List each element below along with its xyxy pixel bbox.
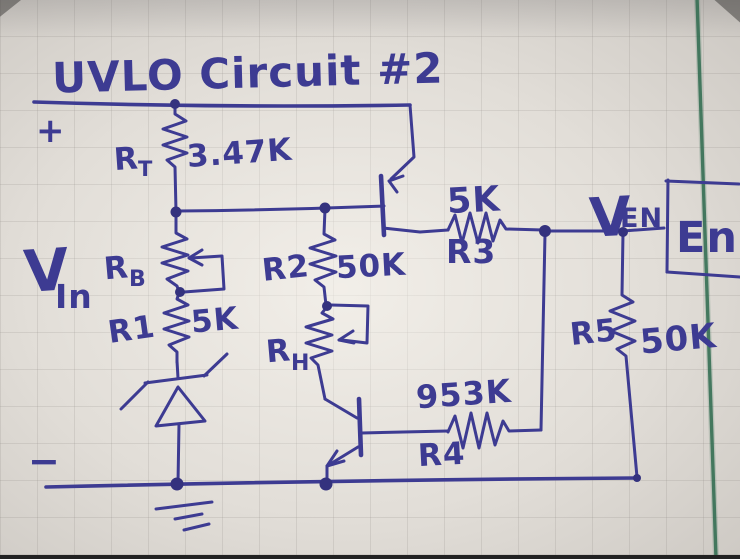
rb-wiper-arrow: [187, 248, 204, 267]
junction-bottom-rail-r5: [633, 474, 641, 482]
npn-transistor-q2: [323, 396, 450, 484]
enable-pin-label: En: [676, 213, 738, 263]
junction-bottom-rail-ground: [170, 477, 184, 491]
r2-value: 50K: [335, 247, 407, 287]
schematic-title: UVLO Circuit #2: [52, 43, 445, 102]
q1-collector-lead: [381, 226, 450, 234]
r4-value: 953K: [415, 372, 513, 417]
zener-left-wing: [119, 380, 150, 411]
r1-value: 5K: [190, 301, 241, 341]
enable-box-top-edge: [664, 179, 740, 186]
rh-ref-main: R: [265, 332, 293, 370]
rt-ref-sub: T: [138, 157, 153, 181]
vin-label-main: V: [22, 235, 73, 306]
r5-ref: R5: [568, 312, 619, 353]
positive-rail-label: +: [36, 111, 66, 151]
resistor-r1-body: [162, 291, 191, 364]
resistor-r5: R5 50K: [568, 231, 719, 479]
resistor-r2: R2 50K: [260, 207, 407, 307]
enable-pin-box: En: [664, 178, 740, 279]
zener-bottom-lead: [176, 422, 181, 485]
resistor-r4: 953K R4: [415, 232, 547, 474]
zener-cathode-bar: [143, 373, 209, 385]
q1-emitter-arrow: [387, 174, 405, 194]
mid-node-wire: [175, 204, 386, 213]
rt-ref-main: R: [113, 140, 140, 178]
junction-midwire-r2: [319, 202, 331, 214]
r4-to-r3-riser-wire: [539, 232, 547, 432]
r5-value: 50K: [638, 316, 719, 363]
resistor-rt: R T 3.47K: [113, 103, 294, 213]
resistor-r4-body: [446, 411, 543, 450]
rh-wiper-arrow: [337, 329, 356, 345]
potentiometer-rh: R H: [265, 303, 370, 401]
junction-top-rail-rt: [170, 99, 180, 109]
zener-top-lead: [175, 359, 180, 380]
resistor-r3: 5K R3: [446, 179, 545, 271]
ground-bar-1: [154, 500, 214, 511]
vin-label-sub: In: [55, 277, 93, 316]
margin-rule: [694, 0, 719, 559]
ven-to-enable-pin-wire: [621, 226, 666, 233]
rb-ref-sub: B: [129, 267, 147, 292]
margin-rule-line: [695, 0, 718, 559]
zener-diode: [119, 352, 229, 485]
resistor-r1: R1 5K: [106, 291, 241, 364]
ven-label-main: V: [588, 185, 634, 250]
zener-anode-triangle: [154, 385, 207, 428]
ground-bar-2: [173, 512, 204, 521]
resistor-r2-body: [308, 207, 338, 307]
rt-value: 3.47K: [186, 132, 294, 175]
negative-rail-label: −: [28, 439, 61, 483]
r4-ref: R4: [417, 436, 466, 474]
resistor-r5-body: [608, 231, 639, 479]
resistor-rb-body: [160, 210, 190, 294]
rb-wiper-wire: [182, 254, 226, 294]
resistor-rt-body: [161, 103, 189, 213]
q1-base-bar: [378, 173, 387, 238]
resistor-r3-body: [446, 211, 545, 245]
junction-r2-rh: [322, 301, 332, 311]
top-rail-wire: [32, 100, 412, 108]
bottom-rail-wire: [44, 476, 639, 489]
junction-dots: [170, 99, 641, 491]
q2-base-lead: [360, 429, 450, 435]
r3-ref: R3: [446, 232, 496, 271]
potentiometer-rb: R B: [102, 210, 226, 294]
rb-ref-main: R: [102, 249, 130, 287]
zener-right-wing: [202, 352, 229, 378]
junction-rb-r1: [175, 287, 185, 297]
resistor-rh-body: [304, 306, 335, 401]
ground-symbol: [154, 500, 214, 532]
q2-base-bar: [356, 396, 364, 458]
enable-box-bottom-edge: [665, 270, 740, 279]
enable-box-left-edge: [665, 178, 670, 274]
q2-collector-lead: [323, 397, 359, 420]
pnp-transistor-q1: [378, 103, 450, 238]
ground-bar-3: [182, 522, 211, 532]
junction-rt-rb-midwire: [170, 206, 182, 218]
vin-net-label: V In: [22, 235, 93, 316]
ven-net-label: V EN: [588, 185, 662, 250]
q2-emitter-arrow: [325, 449, 346, 468]
r3-value: 5K: [446, 179, 502, 222]
junction-r3-riser: [539, 225, 551, 237]
r2-ref: R2: [260, 248, 311, 289]
q1-emitter-lead: [389, 103, 416, 181]
junction-ven-r5: [618, 227, 628, 237]
rh-ref-sub: H: [291, 351, 310, 376]
junction-bottom-rail-emitter: [319, 477, 333, 491]
r1-ref: R1: [106, 309, 158, 351]
rh-wiper-wire: [329, 303, 370, 345]
